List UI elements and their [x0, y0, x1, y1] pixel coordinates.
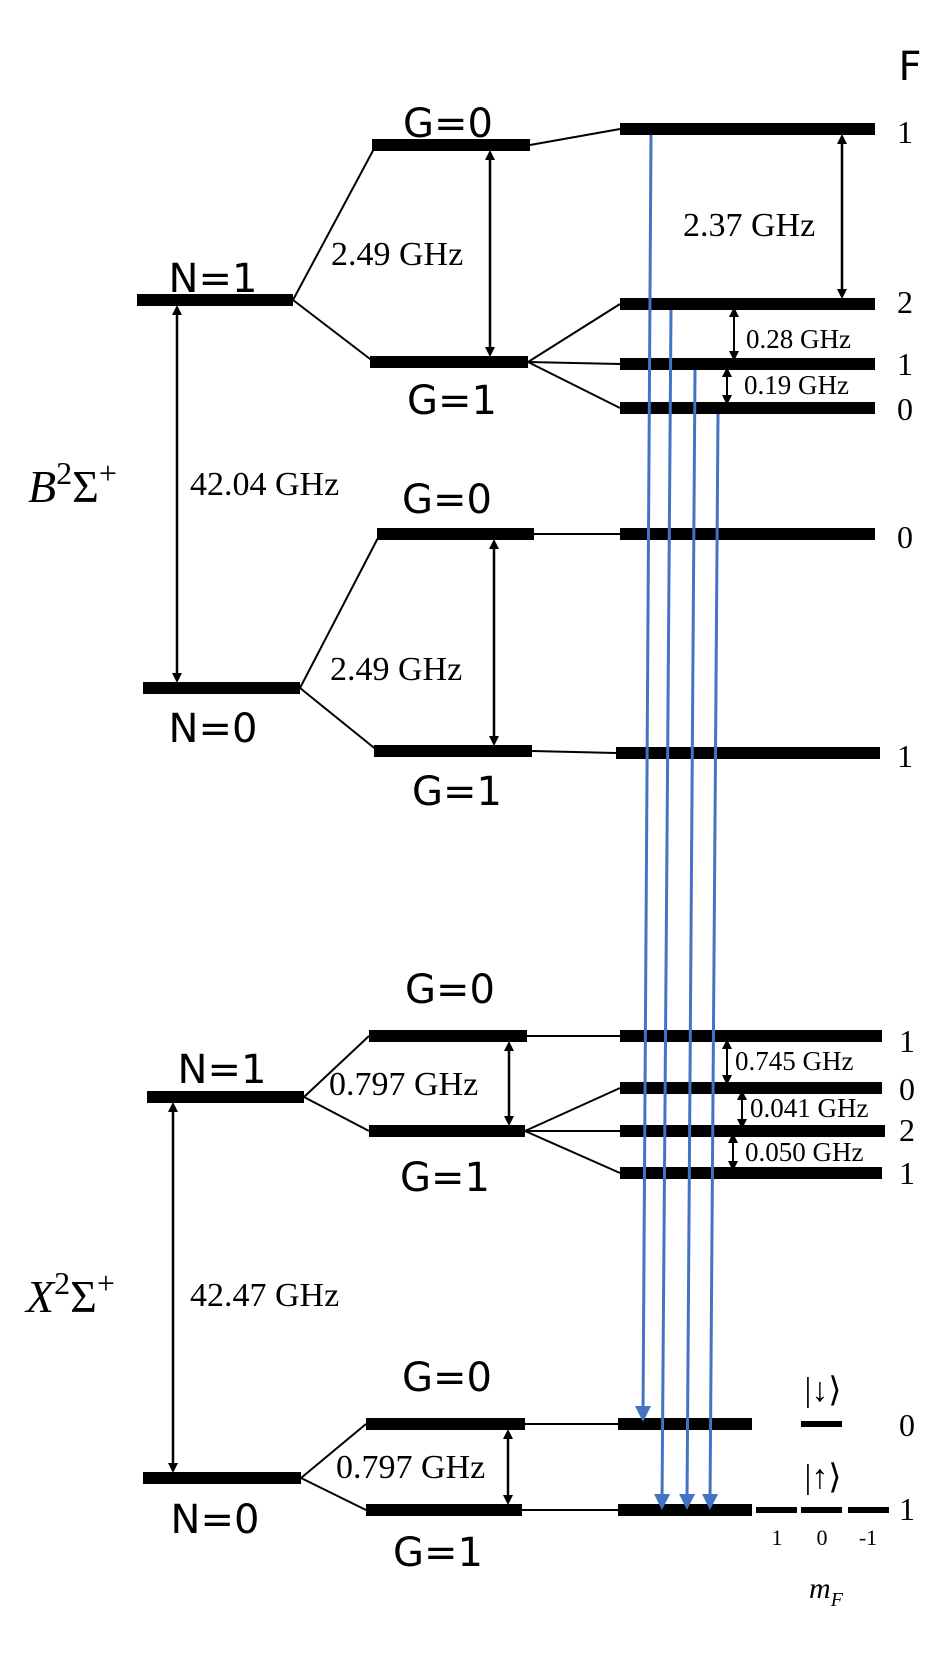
connector [300, 1423, 367, 1479]
connector [303, 1035, 370, 1098]
b-f-2-1-label: 0.28 GHz [746, 324, 851, 354]
x-n0-label: N=0 [171, 1497, 260, 1543]
connector [299, 687, 379, 752]
x-n0-hyperfine-label: 0.797 GHz [336, 1449, 485, 1486]
x-f-0-2-label: 0.041 GHz [750, 1093, 868, 1123]
qubit-up-label: |↑⟩ [804, 1459, 841, 1496]
b-f-1-0-label: 0.19 GHz [744, 370, 849, 400]
transition-arrow [702, 413, 720, 1510]
b-n1-g1-label: G=1 [407, 378, 497, 424]
x-f-2-1-label: 0.050 GHz [745, 1137, 863, 1167]
b-f-1-2-label: 2.37 GHz [683, 207, 815, 244]
f-label: 1 [899, 1155, 915, 1191]
f-label: 1 [897, 346, 913, 382]
f-label: 2 [899, 1112, 915, 1148]
f-label: 0 [897, 391, 913, 427]
f-label: 0 [899, 1407, 915, 1443]
qubit-down-label: |↓⟩ [804, 1372, 841, 1409]
x-n1-g0-label: G=0 [405, 967, 495, 1013]
f-column-header: F [898, 44, 921, 90]
f-label: 0 [899, 1071, 915, 1107]
connector [531, 750, 617, 754]
x-n1-hyperfine-label: 0.797 GHz [329, 1066, 478, 1103]
f-label: 0 [897, 519, 913, 555]
connector [292, 144, 377, 301]
x-state-label: X2Σ+ [24, 1265, 115, 1322]
mf-value-label: -1 [859, 1525, 877, 1550]
x-f-1-0-label: 0.745 GHz [735, 1046, 853, 1076]
b-n0-g1-label: G=1 [412, 769, 502, 815]
b-n0-label: N=0 [169, 706, 258, 752]
transition-arrow [654, 309, 673, 1510]
connector [529, 128, 621, 146]
b-n1-label: N=1 [169, 256, 258, 302]
f-label: 1 [897, 738, 913, 774]
f-label: 1 [899, 1491, 915, 1527]
connector [303, 1096, 370, 1132]
mf-value-label: 0 [817, 1525, 828, 1550]
connector [524, 1130, 621, 1174]
x-n0-g0-label: G=0 [402, 1355, 492, 1401]
x-n0-g1-label: G=1 [393, 1530, 483, 1576]
connector [299, 533, 381, 689]
connector [524, 1087, 621, 1132]
b-n0-g0-label: G=0 [402, 477, 492, 523]
x-n1-label: N=1 [178, 1047, 267, 1093]
f-label: 2 [897, 284, 913, 320]
b-n1-g0-label: G=0 [403, 101, 493, 147]
b-state-label: B2Σ+ [28, 455, 117, 512]
f-label: 1 [897, 114, 913, 150]
b-n1-hyperfine-label: 2.49 GHz [331, 236, 463, 273]
connector [527, 361, 621, 409]
connector [527, 303, 621, 363]
f-label: 1 [899, 1023, 915, 1059]
x-rotational-splitting-label: 42.47 GHz [190, 1277, 339, 1314]
transition-arrow [679, 369, 697, 1510]
mf-value-label: 1 [772, 1525, 783, 1550]
connector [300, 1477, 367, 1511]
mf-axis-label: mF [809, 1572, 844, 1611]
x-n1-g1-label: G=1 [400, 1155, 490, 1201]
connector [527, 361, 621, 365]
b-rotational-splitting-label: 42.04 GHz [190, 466, 339, 503]
b-n0-hyperfine-label: 2.49 GHz [330, 651, 462, 688]
transition-arrow [635, 134, 653, 1422]
connector [292, 299, 375, 363]
